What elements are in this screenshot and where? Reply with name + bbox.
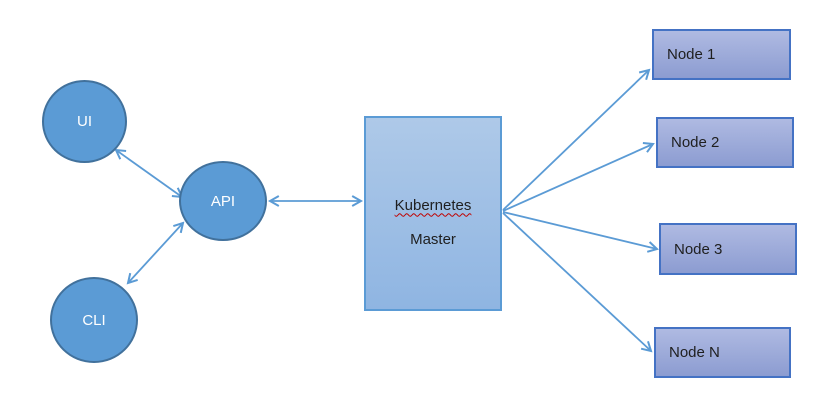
node-n-label: Node N [669, 344, 720, 361]
api-circle-label: API [210, 192, 236, 210]
node-n-box: Node N [654, 327, 791, 378]
node-2-box: Node 2 [656, 117, 794, 168]
ui-circle-label: UI [77, 113, 92, 130]
arrow-master-noden [502, 212, 653, 353]
cli-circle-label: CLI [82, 311, 106, 329]
arrow-master-node3 [502, 211, 659, 253]
api-circle: API [179, 161, 267, 241]
arrow-master-node1 [502, 68, 651, 211]
kubernetes-master-label-line2: Master [410, 230, 456, 248]
arrow-master-node2 [502, 141, 655, 212]
node-3-label: Node 3 [674, 240, 723, 258]
kubernetes-master-label-line1: Kubernetes [394, 196, 472, 214]
arrow-api-cli [126, 221, 185, 285]
ui-circle: UI [42, 80, 127, 163]
kubernetes-master-box: Kubernetes Master [364, 116, 502, 311]
node-3-box: Node 3 [659, 223, 797, 275]
node-2-label: Node 2 [671, 134, 720, 151]
node-1-box: Node 1 [652, 29, 791, 80]
node-1-label: Node 1 [667, 46, 716, 63]
cli-circle: CLI [50, 277, 138, 363]
arrow-ui-api [114, 148, 184, 199]
